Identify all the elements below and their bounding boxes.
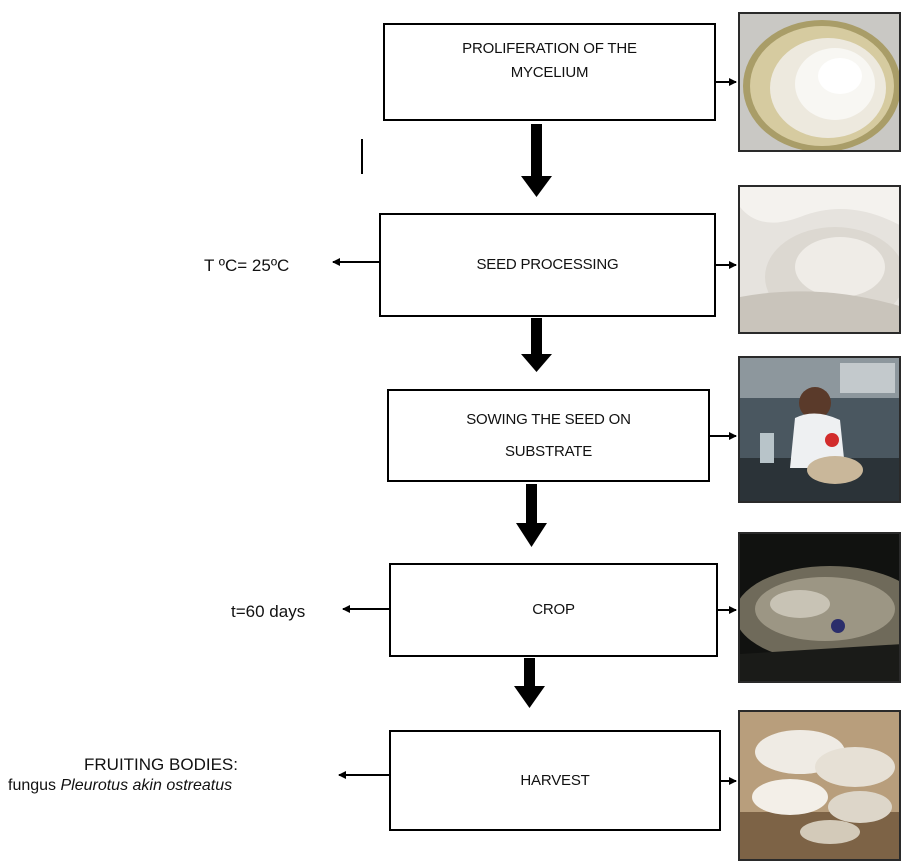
down-arrow-1	[521, 124, 552, 197]
down-arrow-4	[514, 658, 545, 708]
down-arrow-3	[516, 484, 547, 547]
down-arrow-2	[521, 318, 552, 372]
